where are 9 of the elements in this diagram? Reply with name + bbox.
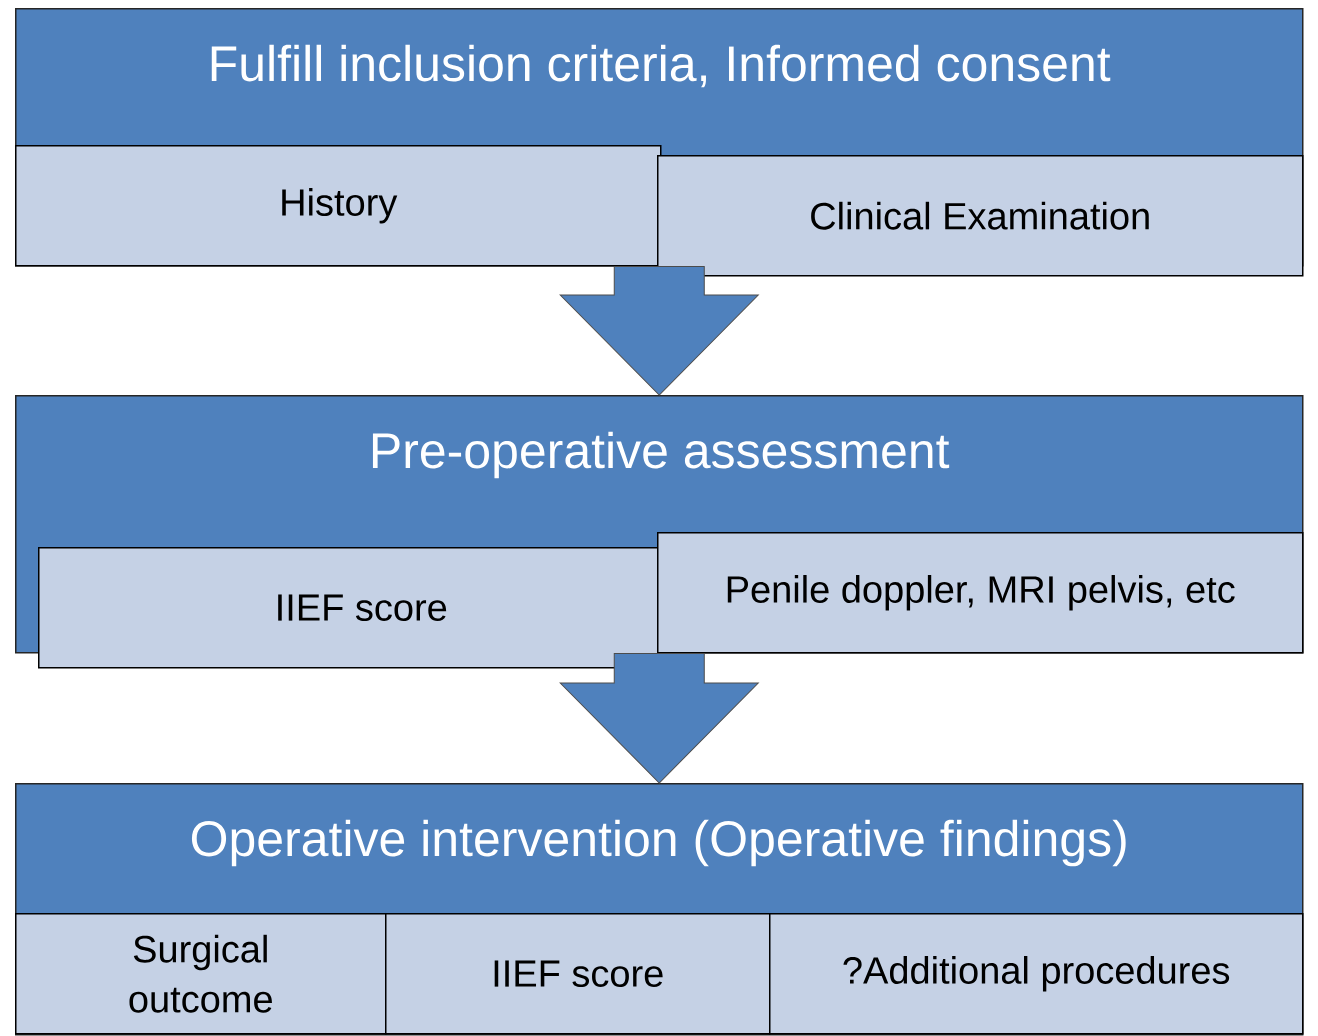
step-box: IIEF score — [385, 913, 771, 1035]
step-box: History — [15, 145, 662, 267]
step-box: Surgical outcome — [15, 913, 387, 1035]
block-arrow — [559, 266, 759, 396]
step-box: Clinical Examination — [657, 155, 1304, 277]
step-box: IIEF score — [38, 547, 685, 669]
block-arrow — [559, 653, 759, 784]
step-box: Penile doppler, MRI pelvis, etc — [657, 532, 1304, 654]
step-box: ?Additional procedures — [769, 913, 1304, 1035]
